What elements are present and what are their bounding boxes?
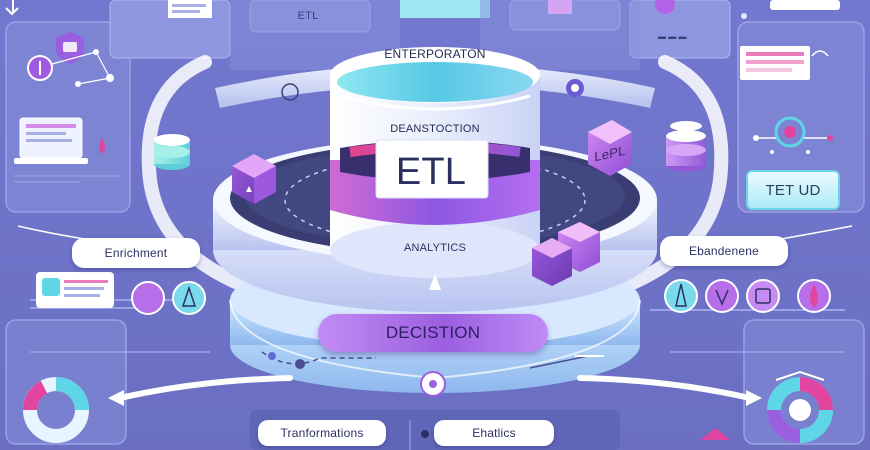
cube-icon [588, 120, 632, 176]
donut-chart-icon [767, 377, 833, 443]
enterprise-label: ENTERPORATON [384, 47, 486, 61]
analytics-label: ANALYTICS [403, 242, 467, 254]
document-icon [168, 0, 212, 18]
deanstoction-label: DEANSTOCTION [390, 123, 480, 135]
svg-text:▲: ▲ [244, 184, 254, 195]
enrichment-pill: Enrichment [72, 238, 200, 268]
heart-shield-icon [775, 370, 825, 381]
shield-icon [56, 32, 84, 64]
target-icon [774, 116, 806, 148]
database-icon [154, 134, 190, 170]
flask-icon [172, 281, 206, 315]
etl-title: ETL [395, 150, 467, 193]
laptop-icon [14, 117, 88, 164]
pin-icon [566, 79, 584, 97]
ebandenene-pill: Ebandenene [660, 236, 788, 266]
donut-chart-icon [23, 377, 89, 443]
cube-icon: ▲ [232, 154, 276, 204]
tet-ud-box: TET UD [746, 170, 840, 210]
svg-text:▬ ▬ ▬: ▬ ▬ ▬ [658, 32, 686, 41]
etl-top-label: ETL [297, 10, 319, 22]
ehatlics-pill: Ehatlics [434, 420, 554, 446]
database-icon [666, 121, 706, 172]
cube-icon [532, 222, 600, 286]
decision-banner: DECISTION [318, 314, 548, 352]
funnel-icon [664, 279, 698, 313]
document-icon [36, 272, 114, 308]
pin-icon [420, 371, 446, 397]
transformations-pill: Tranformations [258, 420, 386, 446]
chart-icon [740, 46, 810, 80]
